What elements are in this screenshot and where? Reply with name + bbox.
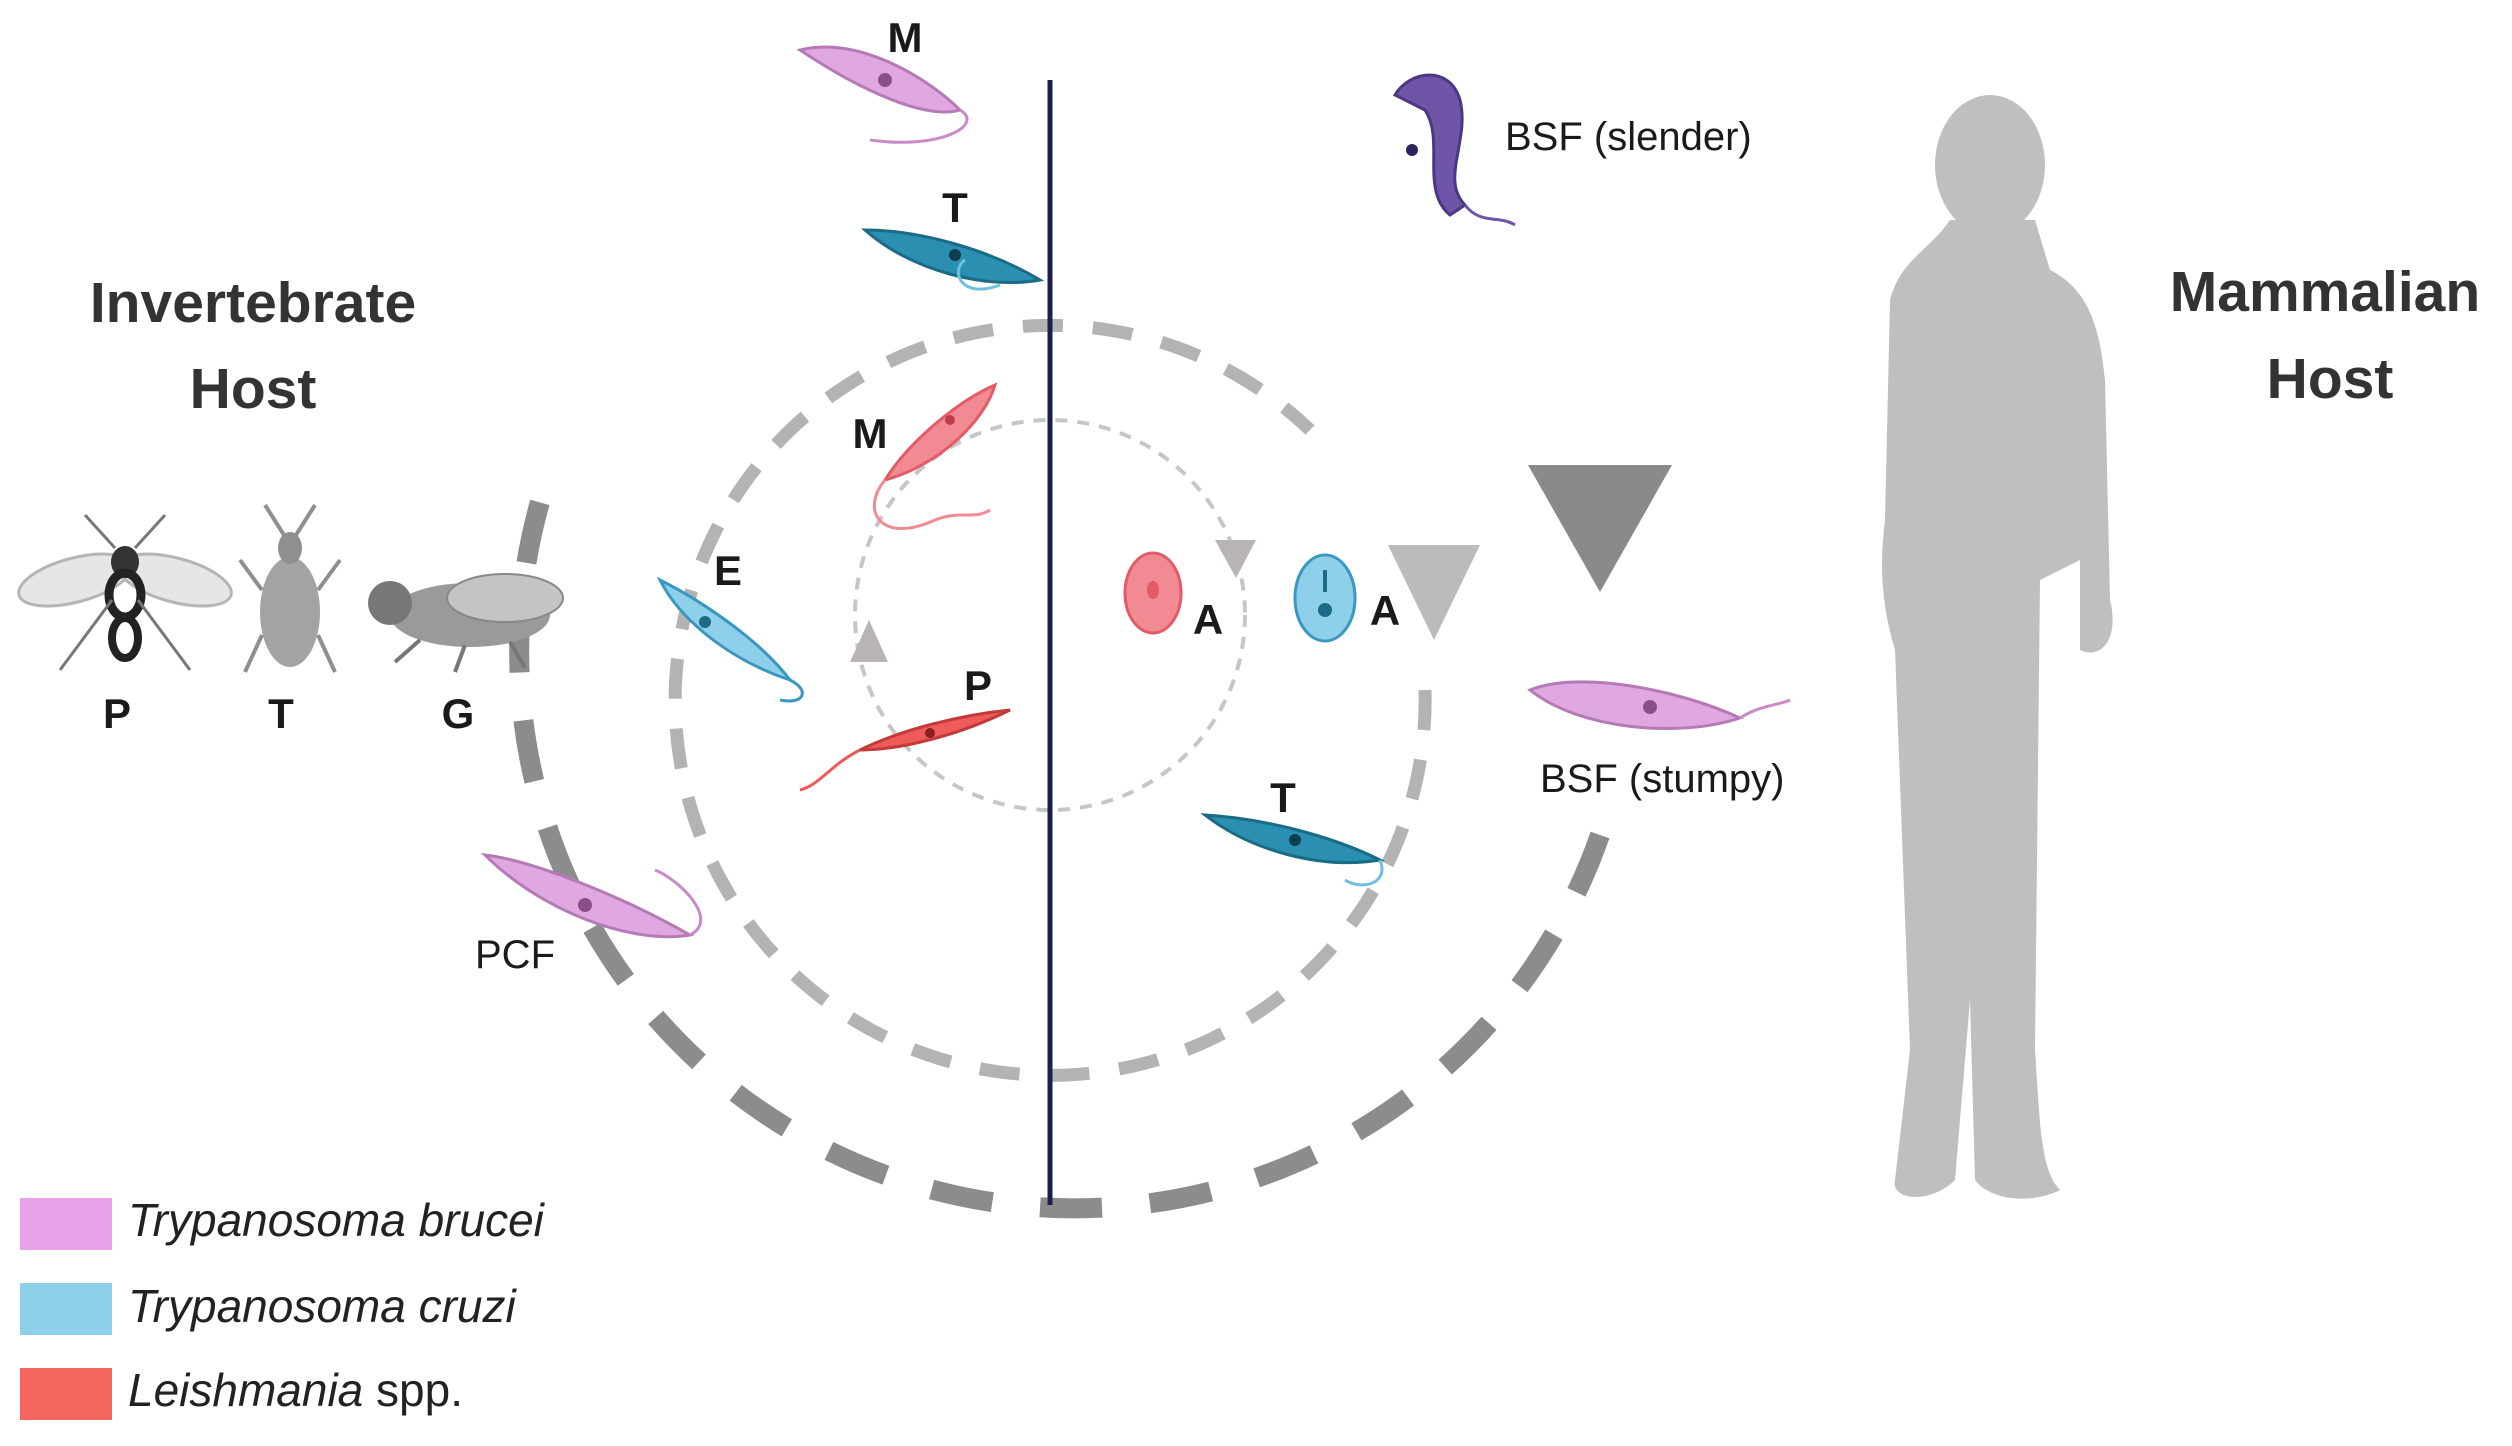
leishmania-arrowhead-up-icon xyxy=(850,620,888,662)
leishmania-arrowhead-icon xyxy=(1215,540,1256,578)
tsetse-fly-icon xyxy=(368,573,564,673)
cruzi-stage-t-top-label: T xyxy=(942,184,968,231)
cruzi-epimastigote-parasite xyxy=(656,576,804,703)
brucei-procyclic-parasite xyxy=(480,853,703,939)
leishmania-stage-p-label: P xyxy=(964,662,992,709)
brucei-stage-pcf-label: PCF xyxy=(475,933,555,977)
legend-label-brucei: Trypanosoma brucei xyxy=(128,1194,546,1246)
legend-cruzi-italic: Trypanosoma cruzi xyxy=(128,1280,518,1332)
leishmania-amastigote-parasite xyxy=(1123,551,1183,635)
leishmania-promastigote-parasite xyxy=(799,708,1011,792)
legend-label-cruzi: Trypanosoma cruzi xyxy=(128,1280,518,1332)
cruzi-stage-e-label: E xyxy=(714,547,742,594)
cruzi-arrowhead-icon xyxy=(1388,545,1480,640)
brucei-stage-m-label: M xyxy=(888,14,923,61)
legend-leishmania-suffix: spp. xyxy=(363,1364,463,1416)
legend-swatch-cruzi xyxy=(20,1283,112,1335)
vector-label-t: T xyxy=(268,690,294,737)
mammalian-host-title-line2: Host xyxy=(2267,347,2394,411)
brucei-stage-bsf-slender-label: BSF (slender) xyxy=(1505,115,1752,159)
brucei-cycle-ring xyxy=(509,466,1610,1219)
legend-swatch-brucei xyxy=(20,1198,112,1250)
brucei-arrowhead-icon xyxy=(1528,465,1672,592)
brucei-stage-bsf-stumpy-label: BSF (stumpy) xyxy=(1540,757,1784,801)
legend-swatch-leishmania xyxy=(20,1368,112,1420)
legend: Trypanosoma brucei Trypanosoma cruzi Lei… xyxy=(20,1194,546,1420)
human-silhouette-icon xyxy=(1882,95,2113,1199)
vector-label-p: P xyxy=(103,690,131,737)
brucei-bsf-slender-parasite xyxy=(1392,73,1516,227)
brucei-metacyclic-parasite xyxy=(796,45,969,144)
leishmania-stage-m-label: M xyxy=(853,410,888,457)
triatomine-bug-icon xyxy=(238,503,342,673)
invertebrate-host-title-line2: Host xyxy=(190,357,317,421)
cruzi-trypomastigote-top-parasite xyxy=(861,228,1045,291)
legend-leishmania-italic: Leishmania xyxy=(128,1364,363,1416)
brucei-bsf-stumpy-parasite xyxy=(1527,680,1791,730)
leishmania-metacyclic-parasite xyxy=(873,382,998,531)
cruzi-stage-a-label: A xyxy=(1370,587,1400,634)
leishmania-cycle-ring xyxy=(853,418,1247,812)
leishmania-stage-a-label: A xyxy=(1193,596,1223,643)
cruzi-amastigote-parasite xyxy=(1293,553,1357,643)
sandfly-icon xyxy=(17,513,233,671)
vector-label-g: G xyxy=(442,690,475,737)
cruzi-trypomastigote-bottom-parasite xyxy=(1200,813,1385,887)
cycle-rings xyxy=(509,318,1610,1219)
invertebrate-host-title-line1: Invertebrate xyxy=(90,271,416,335)
legend-label-leishmania: Leishmania spp. xyxy=(128,1364,463,1416)
cruzi-stage-t-bottom-label: T xyxy=(1270,774,1296,821)
mammalian-host-title-line1: Mammalian xyxy=(2170,260,2480,324)
legend-brucei-italic: Trypanosoma brucei xyxy=(128,1194,546,1246)
